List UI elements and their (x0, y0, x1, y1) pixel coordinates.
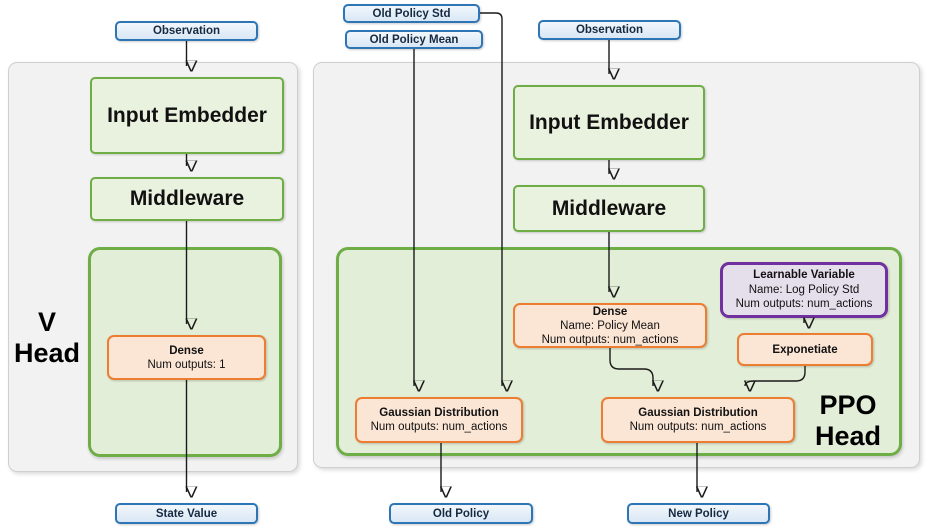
exponetiate-label: Exponetiate (772, 343, 838, 356)
ppo-input-embedder-label: Input Embedder (529, 110, 689, 134)
ppo-dense-outputs: Num outputs: num_actions (541, 333, 679, 346)
ppo-middleware-label: Middleware (551, 196, 667, 220)
ppo-observation-label: Observation (575, 24, 644, 36)
v-head-label-line2: Head (13, 338, 81, 368)
learnable-variable-node: Learnable Variable Name: Log Policy Std … (720, 262, 888, 318)
ppo-dense-title: Dense (592, 305, 628, 318)
v-head-label: V Head (6, 300, 88, 376)
ppo-middleware-node: Middleware (513, 185, 705, 232)
ppo-observation-node: Observation (538, 20, 681, 40)
learnable-variable-outputs: Num outputs: num_actions (735, 298, 873, 311)
ppo-dense-node: Dense Name: Policy Mean Num outputs: num… (513, 303, 707, 348)
gaussian-distribution-new-node: Gaussian Distribution Num outputs: num_a… (601, 397, 795, 443)
v-dense-outputs: Num outputs: 1 (147, 358, 226, 371)
ppo-input-embedder-node: Input Embedder (513, 85, 705, 160)
v-dense-title: Dense (169, 344, 204, 357)
old-policy-std-node: Old Policy Std (343, 4, 480, 23)
ppo-head-label-line1: PPO (819, 390, 877, 420)
learnable-variable-name: Name: Log Policy Std (748, 283, 860, 296)
ppo-head-label-line2: Head (814, 421, 882, 451)
state-value-label: State Value (155, 507, 218, 520)
old-policy-mean-node: Old Policy Mean (345, 30, 483, 49)
v-dense-node: Dense Num outputs: 1 (107, 335, 266, 380)
new-policy-output-node: New Policy (627, 503, 770, 524)
old-policy-std-label: Old Policy Std (372, 7, 451, 20)
gaussian-new-outputs: Num outputs: num_actions (629, 421, 767, 433)
v-middleware-label: Middleware (129, 187, 245, 210)
state-value-node: State Value (115, 503, 258, 524)
old-policy-output-label: Old Policy (432, 507, 490, 520)
v-head-label-line1: V (37, 307, 56, 337)
v-observation-label: Observation (152, 25, 221, 37)
gaussian-distribution-old-node: Gaussian Distribution Num outputs: num_a… (355, 397, 523, 443)
v-observation-node: Observation (115, 21, 258, 41)
gaussian-old-title: Gaussian Distribution (379, 407, 499, 419)
ppo-head-label: PPO Head (800, 390, 896, 452)
old-policy-output-node: Old Policy (389, 503, 533, 524)
ppo-dense-name: Name: Policy Mean (560, 319, 660, 332)
v-input-embedder-node: Input Embedder (90, 77, 284, 154)
old-policy-mean-label: Old Policy Mean (369, 33, 459, 46)
gaussian-old-outputs: Num outputs: num_actions (370, 421, 508, 433)
learnable-variable-title: Learnable Variable (753, 269, 855, 282)
gaussian-new-title: Gaussian Distribution (638, 407, 758, 419)
v-input-embedder-label: Input Embedder (107, 103, 267, 127)
exponetiate-node: Exponetiate (737, 333, 873, 366)
new-policy-output-label: New Policy (668, 507, 729, 520)
v-middleware-node: Middleware (90, 177, 284, 221)
